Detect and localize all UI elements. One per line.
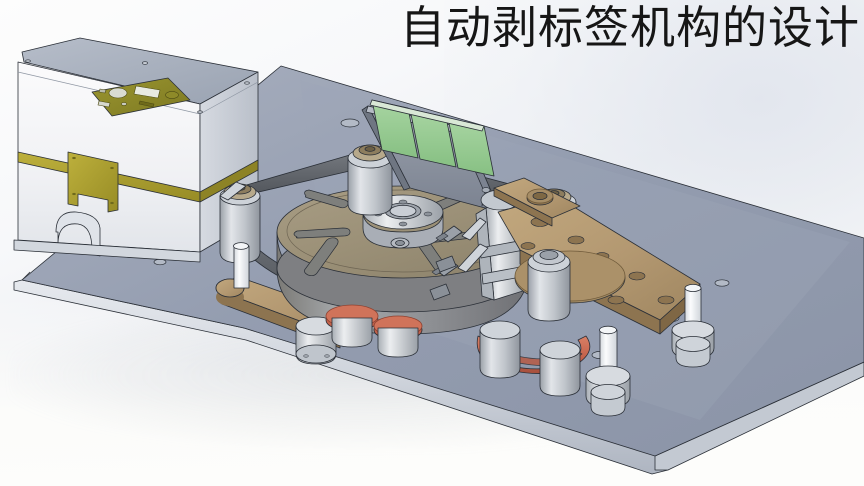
part-mount-bracket-upper bbox=[493, 177, 581, 227]
part-control-enclosure bbox=[13, 37, 259, 263]
part-connector-block bbox=[429, 255, 457, 301]
part-gold-access-panel bbox=[67, 151, 119, 213]
part-back-guard bbox=[219, 181, 247, 201]
part-standoff-post bbox=[233, 242, 250, 289]
part-roller-assembly bbox=[527, 249, 571, 322]
part-standoff-post bbox=[671, 283, 715, 368]
part-roller-assembly bbox=[347, 144, 393, 216]
part-label-strip bbox=[369, 99, 495, 177]
part-shaft bbox=[331, 317, 419, 358]
page-title: 自动剥标签机构的设计 bbox=[399, 1, 860, 54]
part-standoff-post bbox=[585, 325, 631, 417]
part-control-pcb bbox=[91, 77, 191, 117]
part-pulley-under bbox=[479, 320, 581, 397]
